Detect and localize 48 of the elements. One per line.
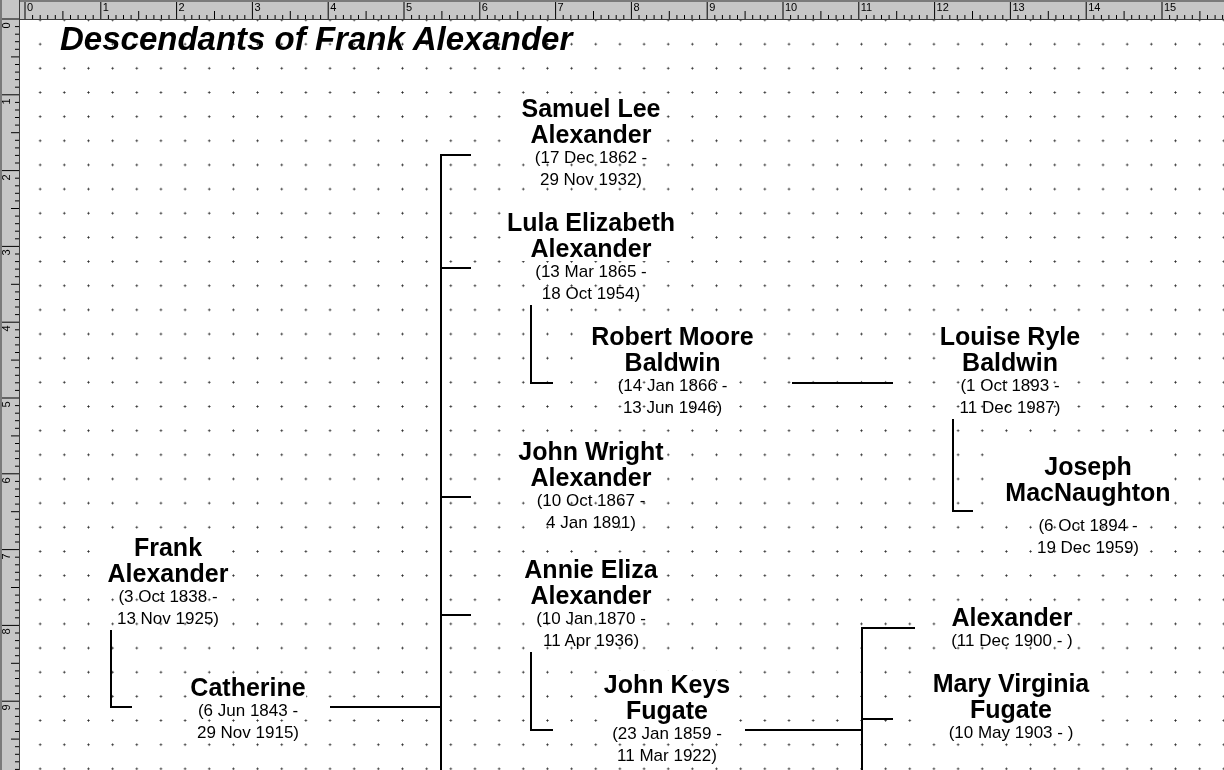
connector-line: [530, 651, 554, 731]
ruler-number: 10: [785, 2, 798, 13]
ruler-number: 2: [0, 174, 12, 181]
chart-title: Descendants of Frank Alexander: [60, 20, 573, 58]
life-dates: (6 Oct 1894 - 19 Dec 1959): [1035, 515, 1141, 559]
life-dates: (10 May 1903 - ): [948, 723, 1074, 744]
life-dates: (3 Oct 1838 - 13 Nov 1925): [115, 586, 221, 630]
ruler-number: 7: [0, 553, 12, 560]
ruler-number: 9: [0, 704, 12, 711]
ruler-number: 12: [936, 2, 949, 13]
life-dates: (23 Jan 1859 - 11 Mar 1922): [611, 724, 723, 767]
person-name: Catherine: [190, 674, 306, 700]
life-dates: (14 Jan 1866 - 13 Jun 1946): [616, 375, 729, 419]
connector-line: [952, 418, 974, 512]
life-dates: (11 Dec 1900 - ): [951, 630, 1073, 652]
ruler-number: 7: [557, 2, 564, 13]
life-dates: (17 Dec 1862 - 29 Nov 1932): [533, 147, 649, 191]
ruler-number: 8: [0, 628, 12, 635]
ruler-number: 13: [1012, 2, 1025, 13]
ruler-number: 15: [1164, 2, 1177, 13]
connector-line: [744, 729, 863, 770]
ruler-number: 6: [481, 2, 488, 13]
connector-line: [791, 382, 894, 384]
ruler-number: 4: [0, 325, 12, 332]
ruler-number: 0: [0, 22, 12, 29]
connector-line: [110, 629, 133, 708]
ruler-number: 2: [178, 2, 185, 13]
ruler-number: 0: [27, 2, 34, 13]
person-name: Mary Virginia Fugate: [929, 670, 1093, 722]
ruler-number: 4: [330, 2, 337, 13]
ruler-number: 6: [0, 477, 12, 484]
life-dates: (13 Mar 1865 - 18 Oct 1954): [534, 261, 648, 305]
ruler-number: 8: [633, 2, 640, 13]
ruler-number: 14: [1088, 2, 1101, 13]
ruler-number: 5: [406, 2, 413, 13]
life-dates: (10 Oct 1867 - 4 Jan 1891): [535, 490, 647, 534]
ruler-number: 3: [0, 249, 12, 256]
life-dates: (6 Jun 1843 - 29 Nov 1915): [195, 700, 301, 744]
ruler-number: 1: [102, 2, 109, 13]
connector-line: [530, 304, 554, 384]
life-dates: (1 Oct 1893 - 11 Dec 1987): [958, 375, 1062, 419]
ruler-number: 9: [709, 2, 716, 13]
ruler-number: 5: [0, 401, 12, 408]
ruler-number: 11: [860, 2, 873, 13]
connector-line: [329, 706, 442, 770]
ruler-number: 1: [0, 98, 12, 105]
ruler-number: 3: [254, 2, 261, 13]
life-dates: (10 Jan 1870 - 11 Apr 1936): [535, 608, 647, 652]
